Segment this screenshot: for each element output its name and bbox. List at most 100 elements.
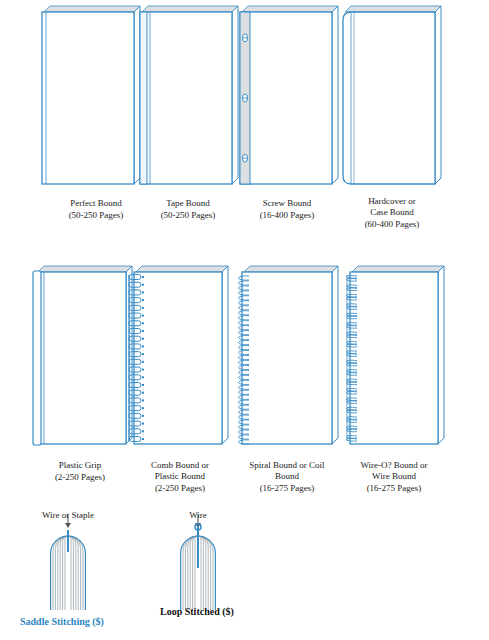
wire-loop (347, 344, 358, 347)
coil-turn (239, 390, 250, 394)
caption: (2-250 Pages) (30, 472, 130, 483)
caption: (50-250 Pages) (46, 210, 146, 221)
book-wire (347, 266, 445, 444)
coil-turn (239, 355, 250, 359)
coil-turn (239, 326, 250, 330)
comb-ring (129, 398, 141, 403)
punch-hole (142, 291, 144, 293)
book-hard (343, 6, 441, 184)
wire-loop (347, 401, 358, 404)
punch-hole (142, 430, 144, 432)
wire-loop (347, 323, 358, 326)
wire-loop (347, 316, 358, 319)
caption: Wire (168, 510, 228, 521)
screw-post (243, 34, 248, 42)
punch-hole (142, 376, 144, 378)
book-screw (240, 6, 338, 184)
comb-ring (129, 336, 141, 341)
coil-turn (239, 360, 250, 364)
book-spiral (239, 266, 339, 444)
coil-turn (239, 345, 250, 349)
wire-loop (347, 382, 358, 385)
coil-turn (239, 331, 250, 335)
wire-loop (347, 370, 358, 373)
coil-turn (239, 365, 250, 369)
wire-loop (347, 388, 358, 391)
comb-ring (129, 383, 141, 388)
punch-hole (142, 369, 144, 371)
comb-ring (129, 313, 141, 318)
coil-turn (239, 281, 250, 285)
comb-ring (129, 305, 141, 310)
wire-loop (347, 417, 358, 420)
comb-ring (129, 298, 141, 303)
wire-loop (347, 436, 358, 439)
cover-edge (438, 266, 444, 444)
front-cover (134, 272, 222, 444)
comb-ring (129, 421, 141, 426)
punch-hole (142, 315, 144, 317)
wire-loop (347, 279, 358, 282)
book-stroke (243, 37, 248, 38)
wire-loop (195, 524, 201, 530)
caption: Spiral Bound or Coil Bound (249, 460, 325, 482)
screw-post (243, 94, 248, 102)
comb-ring (129, 437, 141, 442)
wire-loop (347, 276, 358, 279)
coil-turn (239, 316, 250, 320)
front-cover (140, 12, 232, 184)
coil-turn (239, 440, 250, 444)
coil-turn (239, 375, 250, 379)
punch-hole (142, 345, 144, 347)
screw-post (243, 154, 248, 162)
wire-loop (347, 410, 358, 413)
wire-spine (347, 275, 348, 441)
book-stroke (44, 272, 45, 444)
coil-turn (239, 395, 250, 399)
wire-loop (347, 351, 358, 354)
page-block (352, 266, 444, 272)
punch-hole (142, 438, 144, 440)
wire-loop (347, 335, 358, 338)
front-cover (343, 12, 435, 184)
coil-turn (239, 306, 250, 310)
comb-ring (129, 413, 141, 418)
comb-ring (129, 406, 141, 411)
wire-loop (347, 439, 358, 442)
comb-ring (129, 429, 141, 434)
comb-ring (129, 282, 141, 287)
section-title: Loop Stitched ($) (160, 606, 234, 618)
book-perfect (42, 6, 140, 184)
comb-ring (129, 359, 141, 364)
comb-ring (129, 321, 141, 326)
wire-loop (347, 304, 358, 307)
coil-turn (239, 425, 250, 429)
punch-hole (142, 423, 144, 425)
coil-turn (239, 400, 250, 404)
page-block (44, 6, 140, 12)
front-cover (36, 272, 126, 444)
caption: (16-275 Pages) (249, 483, 325, 494)
book-stroke (243, 158, 248, 159)
coil-turn (239, 286, 250, 290)
wire-loop (347, 313, 358, 316)
wire-loop (347, 326, 358, 329)
coil-turn (239, 370, 250, 374)
wire-loop (347, 407, 358, 410)
coil-turn (239, 430, 250, 434)
wire-loop (347, 420, 358, 423)
wire-loop (347, 426, 358, 429)
book-stroke (354, 12, 355, 184)
caption: Hardcover or Case Bound (362, 196, 422, 218)
punch-hole (142, 338, 144, 340)
punch-hole (142, 322, 144, 324)
comb-ring (129, 275, 141, 280)
section-title: Saddle Stitching ($) (20, 616, 104, 628)
caption: Perfect Bound (46, 198, 146, 209)
wire-loop (347, 288, 358, 291)
caption: (60-400 Pages) (362, 219, 422, 230)
page-block (242, 6, 338, 12)
coil-turn (239, 340, 250, 344)
comb-spine (128, 275, 129, 441)
